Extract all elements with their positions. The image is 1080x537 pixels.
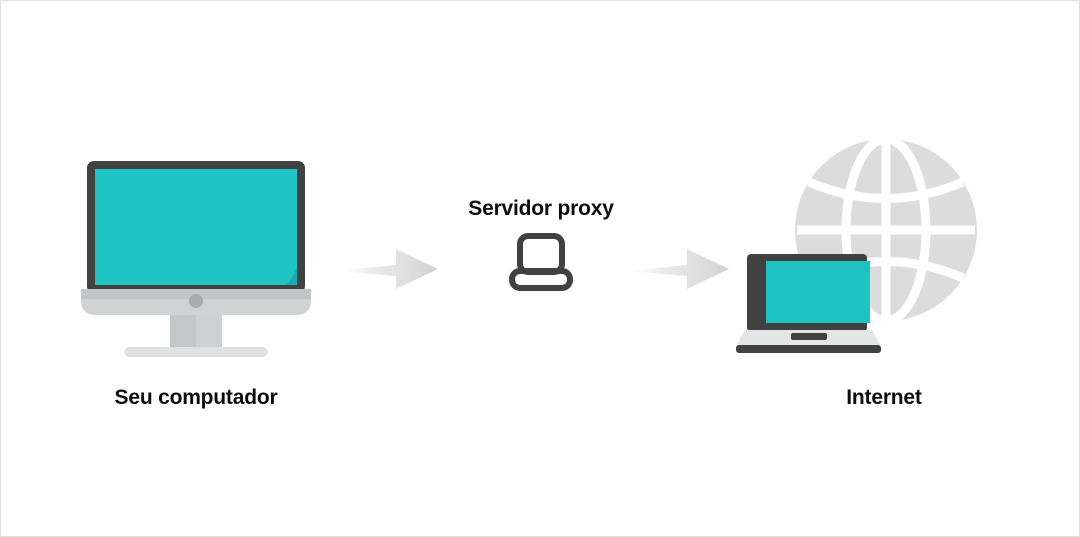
desktop-computer-icon <box>81 161 311 357</box>
screen-swoosh-highlight <box>95 169 297 285</box>
laptop-lid <box>747 254 870 330</box>
label-internet: Internet <box>846 386 922 409</box>
label-seu-computador: Seu computador <box>114 386 278 409</box>
laptop-outline-icon <box>509 233 573 291</box>
internet-node <box>736 131 986 361</box>
monitor-power-dot-icon <box>189 294 203 308</box>
label-servidor-proxy: Servidor proxy <box>468 197 614 220</box>
laptop-icon <box>736 254 881 354</box>
monitor-stand-base <box>124 347 268 357</box>
monitor-screen <box>95 169 297 285</box>
monitor-stand-neck-highlight <box>196 315 222 349</box>
laptop-base <box>736 345 881 353</box>
monitor-frame <box>87 161 305 293</box>
laptop-trackpad <box>791 333 827 340</box>
arrow-proxy-to-internet-icon <box>625 249 729 289</box>
proxy-server-node: Servidor proxy <box>441 196 641 306</box>
laptop-screen <box>766 261 870 323</box>
arrow-computer-to-proxy-icon <box>334 249 438 289</box>
